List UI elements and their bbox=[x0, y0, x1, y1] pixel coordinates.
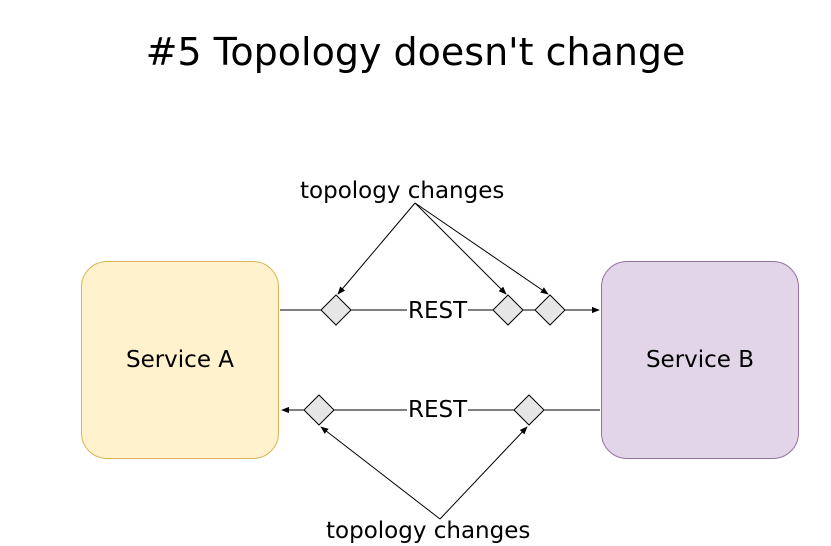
bottom-annotation-arrow-1 bbox=[320, 426, 441, 520]
top-diamond-3 bbox=[534, 294, 566, 326]
service-b-node: Service B bbox=[601, 261, 799, 459]
top-diamond-2 bbox=[492, 294, 524, 326]
bottom-diamond-1 bbox=[303, 394, 335, 426]
service-b-label: Service B bbox=[645, 347, 755, 373]
top-annotation-arrow-2 bbox=[414, 202, 507, 295]
bottom-edge-label: REST bbox=[407, 396, 469, 424]
service-a-node: Service A bbox=[81, 261, 279, 459]
top-annotation-arrow-1 bbox=[337, 202, 416, 295]
bottom-annotation-label: topology changes bbox=[326, 518, 531, 544]
service-a-label: Service A bbox=[125, 347, 235, 373]
top-annotation-arrow-3 bbox=[414, 202, 549, 295]
top-diamond-1 bbox=[320, 294, 352, 326]
top-annotation-label: topology changes bbox=[300, 178, 505, 204]
bottom-diamond-2 bbox=[513, 394, 545, 426]
top-edge-label: REST bbox=[407, 297, 469, 325]
diagram-title: #5 Topology doesn't change bbox=[145, 30, 686, 74]
bottom-annotation-arrow-2 bbox=[439, 426, 528, 520]
